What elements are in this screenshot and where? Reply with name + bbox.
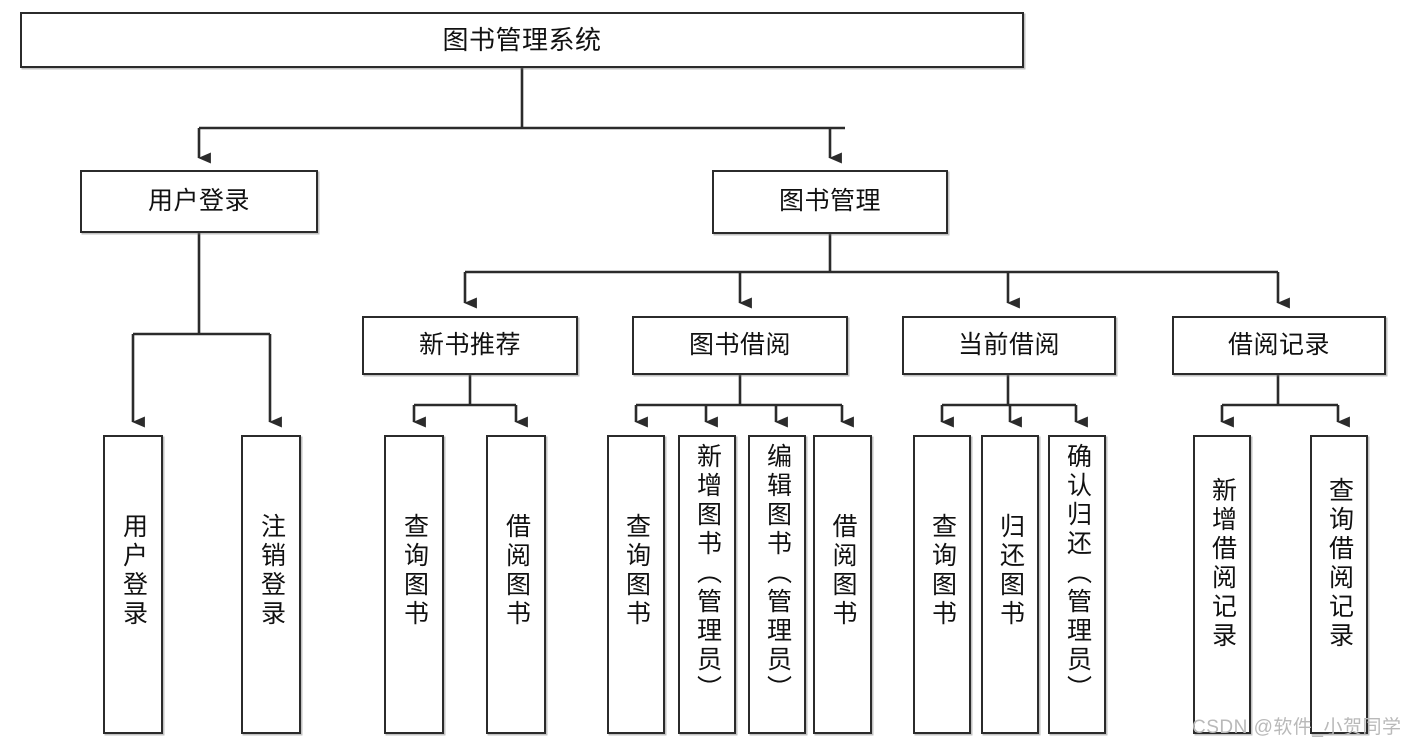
node-leaf-logout[interactable]: 注销登录 [241,435,301,734]
node-leaf-user-login[interactable]: 用户登录 [103,435,163,734]
node-label: 新书推荐 [418,330,521,359]
node-borrowing-records[interactable]: 借阅记录 [1172,316,1386,375]
node-label: 图书管理系统 [442,24,602,55]
node-current-borrowing[interactable]: 当前借阅 [902,316,1116,375]
node-label: 借阅图书 [829,513,857,629]
node-label: 图书管理 [778,187,881,216]
node-leaf-confirm-return-admin[interactable]: 确认归还（管理员） [1048,435,1106,734]
node-leaf-borrow-book[interactable]: 借阅图书 [813,435,872,734]
node-leaf-query-borrowing-record[interactable]: 查询借阅记录 [1310,435,1368,734]
node-label: 新增借阅记录 [1208,477,1237,651]
node-new-book-recommendation[interactable]: 新书推荐 [362,316,578,375]
node-book-management[interactable]: 图书管理 [712,170,948,234]
node-label: 借阅图书 [502,513,531,629]
node-leaf-add-borrowing-record[interactable]: 新增借阅记录 [1193,435,1251,734]
node-label: 当前借阅 [957,330,1060,359]
node-label: 确认归还（管理员） [1063,443,1092,704]
node-user-login[interactable]: 用户登录 [80,170,318,233]
node-leaf-borrow-book-recommend[interactable]: 借阅图书 [486,435,546,734]
node-leaf-query-book-current[interactable]: 查询图书 [913,435,971,734]
node-leaf-query-book-borrow[interactable]: 查询图书 [607,435,665,734]
node-label: 查询图书 [622,513,651,629]
node-label: 查询图书 [928,513,957,629]
node-label: 用户登录 [147,186,250,215]
node-label: 借阅记录 [1227,330,1330,359]
node-leaf-return-book[interactable]: 归还图书 [981,435,1039,734]
node-label: 查询借阅记录 [1325,477,1354,651]
node-leaf-edit-book-admin[interactable]: 编辑图书（管理员） [748,435,806,734]
node-book-borrowing[interactable]: 图书借阅 [632,316,848,375]
node-label: 新增图书（管理员） [693,443,722,704]
node-label: 编辑图书（管理员） [763,443,792,704]
node-label: 用户登录 [119,513,148,629]
node-root-book-management-system[interactable]: 图书管理系统 [20,12,1024,68]
node-label: 图书借阅 [688,330,791,359]
node-leaf-add-book-admin[interactable]: 新增图书（管理员） [678,435,736,734]
csdn-watermark: CSDN @软件_小贺同学 [1192,717,1402,738]
node-label: 归还图书 [996,513,1025,629]
node-label: 注销登录 [257,513,286,629]
node-label: 查询图书 [400,513,429,629]
node-leaf-query-book-recommend[interactable]: 查询图书 [384,435,444,734]
